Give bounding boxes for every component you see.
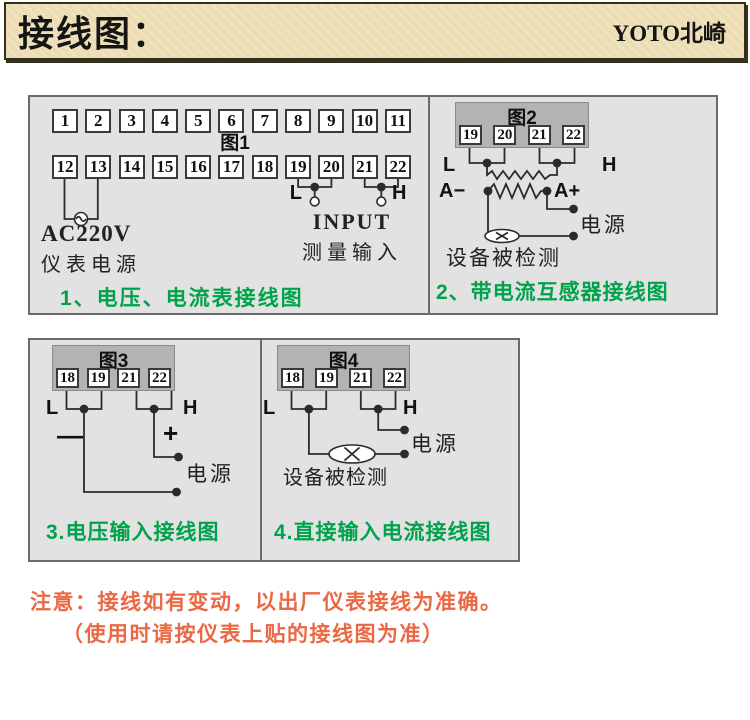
diagram4-terminal-row: 18 19 21 22 [278,368,409,388]
terminal-4: 4 [151,109,178,133]
diagram1-caption: 1、电压、电流表接线图 [60,287,304,310]
diagram4-l-label: L [263,397,276,419]
diagram3-power-label: 电源 [186,462,234,486]
input-title: INPUT [312,209,392,234]
terminal-5: 5 [185,109,212,133]
terminal-20: 20 [318,155,345,179]
terminal-22: 22 [561,125,585,145]
diagram4-terminal-panel: 图4 18 19 21 22 [277,345,410,391]
diagram3-terminal-panel: 图3 18 19 21 22 [52,345,175,391]
diagram3-plus-sign: + [163,418,179,448]
input-h-terminal-icon [376,196,387,207]
terminal-2: 2 [85,109,112,133]
terminal-21: 21 [527,125,551,145]
note-line-2: （使用时请按仪表上贴的接线图为准） [62,622,445,646]
diagram1-terminal-row-1: 1 2 3 4 5 6 7 8 9 10 11 [52,109,411,133]
diagram4-fig-label: 图4 [328,351,359,372]
terminal-19: 19 [285,155,312,179]
power-supply-subtitle: 仪表电源 [41,254,141,276]
terminal-21: 21 [351,155,378,179]
terminal-15: 15 [151,155,178,179]
top-diagrams-panel: 1 2 3 4 5 6 7 8 9 10 11 图1 12 13 14 15 1… [28,95,718,315]
terminal-21: 21 [349,368,372,388]
diagram2-power-label: 电源 [580,213,628,237]
terminal-14: 14 [118,155,145,179]
device-under-test-icon [484,228,520,244]
terminal-19: 19 [459,125,482,145]
power-supply-title: AC220V [41,221,132,246]
diagram4-caption: 4.直接输入电流接线图 [274,521,492,544]
terminal-19: 19 [86,368,110,388]
terminal-7: 7 [251,109,278,133]
diagram2-l-label: L [443,154,456,176]
terminal-19: 19 [315,368,338,388]
bottom-diagrams-panel: 图3 18 19 21 22 L H — + 电源 3.电压输入接线图 图4 1… [28,338,520,562]
note-line-1: 注意：接线如有变动，以出厂仪表接线为准确。 [30,590,503,614]
diagram3-terminal-row: 18 19 21 22 [53,368,174,388]
diagram2-a-minus-label: A− [439,180,466,202]
terminal-6: 6 [218,109,245,133]
ct-secondary-coil [486,163,558,181]
diagram2-device-label: 设备被检测 [446,246,561,270]
diagram4-wiring [290,391,409,464]
bottom-panel-divider [260,340,262,560]
diagram2-terminal-panel: 图2 19 20 21 22 [455,102,589,148]
diagram1-l-label: L [289,182,302,204]
diagram2-terminal-row: 19 20 21 22 [456,125,588,145]
input-l-terminal-icon [309,196,320,207]
terminal-13: 13 [85,155,112,179]
terminal-22: 22 [384,155,411,179]
terminal-18: 18 [281,368,304,388]
terminal-12: 12 [52,155,78,179]
diagram2-h-label: H [602,154,617,176]
brand-logo: YOTO北崎 [612,21,726,46]
diagram1-input-wiring [297,179,399,207]
input-subtitle: 测量输入 [302,242,402,264]
terminal-10: 10 [351,109,378,133]
terminal-20: 20 [493,125,517,145]
terminal-1: 1 [52,109,78,133]
terminal-18: 18 [251,155,278,179]
top-panel-divider [428,97,430,313]
diagram1-fig-label: 图1 [220,133,250,154]
diagram3-minus-sign: — [57,420,83,450]
terminal-3: 3 [118,109,145,133]
ct-primary-coil [487,181,547,201]
page-title: 接线图： [18,14,171,54]
diagram3-h-label: H [183,397,198,419]
diagram2-caption: 2、带电流互感器接线图 [436,281,669,304]
diagram3-caption: 3.电压输入接线图 [46,521,220,544]
diagram3-l-label: L [46,397,59,419]
terminal-8: 8 [285,109,312,133]
header: 接线图： YOTO北崎 [4,2,746,60]
diagram2-a-plus-label: A+ [554,180,581,202]
terminal-11: 11 [384,109,411,133]
terminal-9: 9 [318,109,345,133]
terminal-22: 22 [147,368,171,388]
diagram1-power-wiring [63,179,99,227]
terminal-21: 21 [117,368,141,388]
diagram1-h-label: H [392,182,407,204]
diagram3-fig-label: 图3 [98,351,129,372]
diagram4-device-label: 设备被检测 [283,467,388,489]
terminal-16: 16 [185,155,212,179]
diagram4-power-label: 电源 [411,432,459,456]
diagram2-fig-label: 图2 [507,108,537,129]
diagram1-terminal-row-2: 12 13 14 15 16 17 18 19 20 21 22 [52,155,411,179]
diagram4-h-label: H [403,397,418,419]
terminal-18: 18 [56,368,79,388]
terminal-22: 22 [383,368,406,388]
terminal-17: 17 [218,155,245,179]
